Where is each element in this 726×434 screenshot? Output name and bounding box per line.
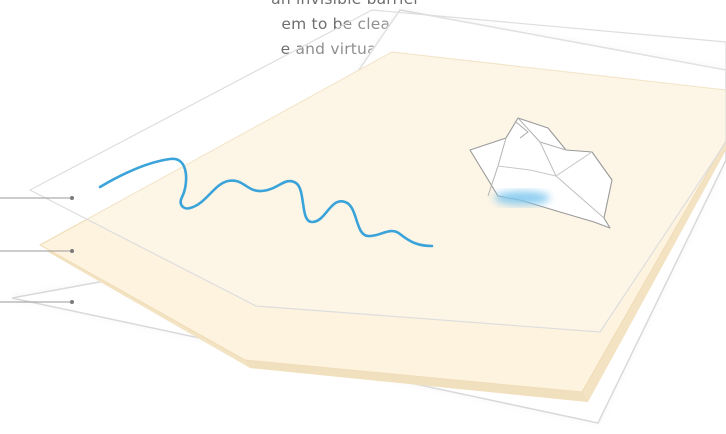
stain-mark <box>494 191 550 205</box>
